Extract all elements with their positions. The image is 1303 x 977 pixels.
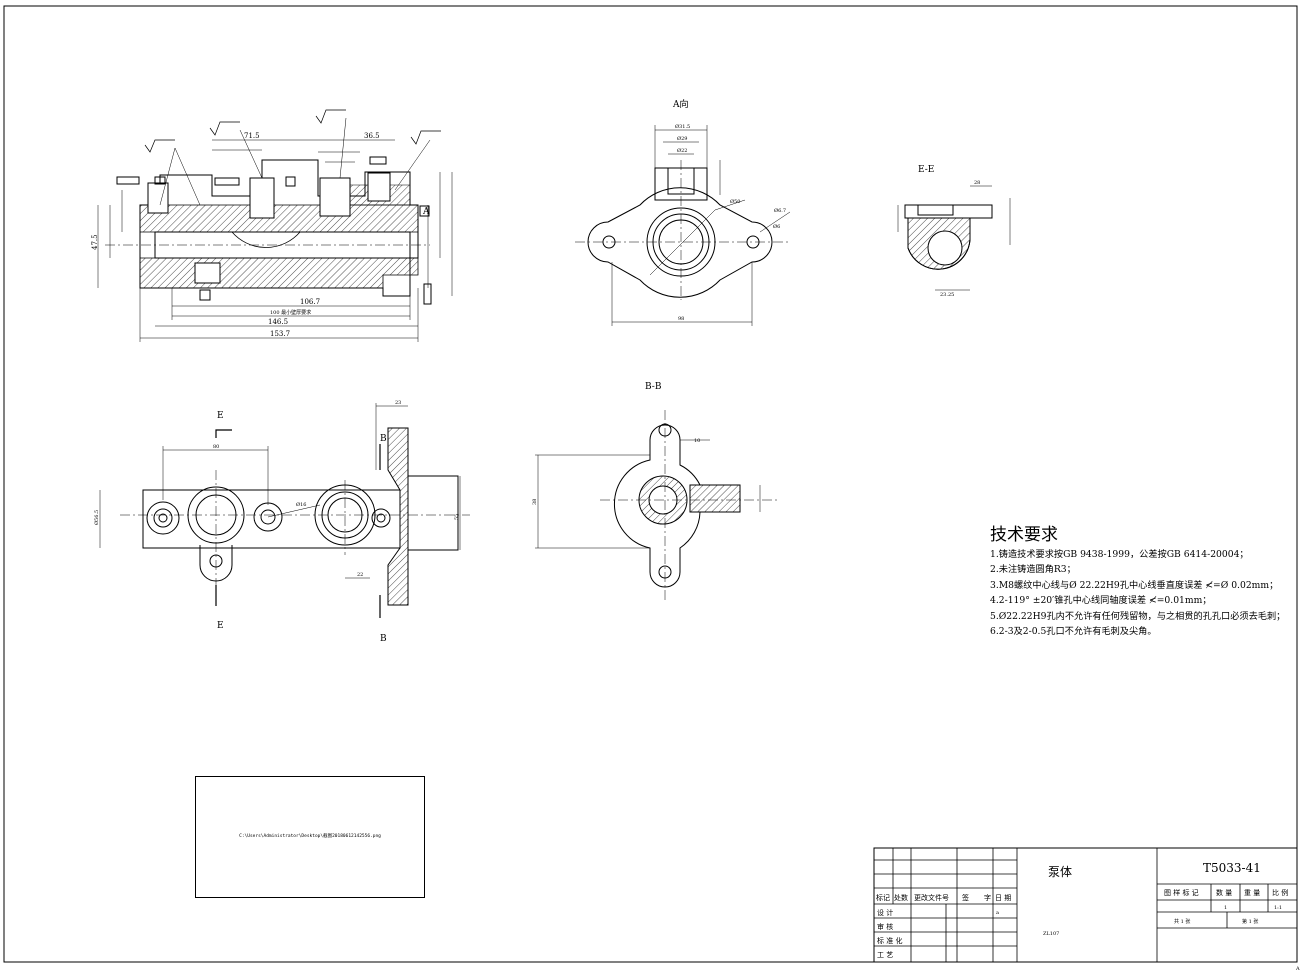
dim-p-d16: Ø16 [296,501,306,508]
tech-item: 5.Ø22.22H9孔内不允许有任何残留物，与之相贯的孔孔口必须去毛刺； [990,610,1286,622]
tb-col-date: 日 期 [995,894,1011,902]
tb-sign-mark: a [996,910,999,916]
view-ee [897,185,1011,291]
section-e-top: E [217,411,224,421]
dim-a-d6: Ø6 [773,223,780,230]
dim-146-5: 146.5 [268,318,288,326]
dim-a-98: 98 [678,316,684,322]
view-bb [535,410,780,600]
datum-a-label: A [422,207,430,217]
tb-row-design: 设 计 [877,908,893,917]
corner-mark: A [1295,966,1300,972]
sheet-border [3,5,1298,963]
dim-p-55: 55 [454,514,460,520]
view-a-title: A向 [672,98,689,110]
section-b-top: B [380,434,387,444]
view-bb-title: B-B [645,382,662,392]
tb-qty-value: 1 [1224,905,1227,911]
dim-p-80: 80 [213,444,219,450]
tb-part-name: 泵体 [1048,865,1072,879]
tech-requirements: 技术要求 1.铸造技术要求按GB 9438-1999，公差按GB 6414-20… [990,525,1290,640]
dim-a-d29: Ø29 [677,135,687,142]
dim-a-d22: Ø22 [677,147,687,154]
title-block [873,847,1298,963]
dim-a-d31-5: Ø31.5 [675,123,690,130]
plan-view [99,403,470,618]
dim-106-7: 106.7 [300,298,320,306]
front-section-view [97,109,453,342]
tb-col-mark: 标记 [876,893,890,902]
tb-col-char: 字 [984,893,991,902]
tech-item: 2.未注铸造圆角R3； [990,564,1076,575]
section-e-bottom: E [217,621,224,631]
section-b-bottom: B [380,634,387,644]
image-placeholder: C:\Users\Administrator\Desktop\截图2018061… [195,776,425,898]
dim-p-22: 22 [357,572,363,578]
tech-item: 1.铸造技术要求按GB 9438-1999，公差按GB 6414-20004； [990,548,1249,560]
image-placeholder-path: C:\Users\Administrator\Desktop\截图2018061… [239,834,381,839]
tb-total: 共 1 张 [1174,918,1190,925]
dim-36-5: 36.5 [364,132,380,140]
tech-item: 4.2-119° ±20′锥孔中心线同轴度误差 ≮=0.01mm； [990,595,1212,606]
tech-item: 6.2-3及2-0.5孔口不允许有毛刺及尖角。 [990,626,1157,637]
dim-b-38: 38 [532,499,538,505]
dim-a-d50: Ø50 [730,198,740,205]
tb-h-qty: 数 量 [1216,888,1232,897]
tb-col-count: 处数 [894,893,908,902]
view-ee-title: E-E [918,165,934,175]
tb-h-scale: 比 例 [1272,888,1288,897]
tech-item: 3.M8螺纹中心线与Ø 22.22H9孔中心线垂直度误差 ≮=Ø 0.02mm； [990,579,1279,591]
dim-e-28: 28 [974,180,980,186]
dim-100: 100 最小壁厚要求 [270,309,311,316]
tb-col-sign: 签 [962,893,969,902]
dim-e-23-25: 23.25 [940,292,954,298]
tb-drawing-no: T5033-41 [1203,861,1261,875]
tech-requirements-title: 技术要求 [990,525,1058,545]
dim-71-5: 71.5 [244,132,260,140]
dim-a-d6-7: Ø6.7 [774,207,786,214]
dim-47-5: 47.5 [91,234,99,250]
tb-h-mark: 图 样 标 记 [1164,888,1199,897]
tb-row-check: 审 核 [877,922,893,931]
view-a [575,125,791,326]
tb-row-standard: 标 准 化 [877,936,902,945]
dim-153-7: 153.7 [270,330,290,338]
dim-p-d56-5: Ø56.5 [93,510,100,525]
tb-scale-value: 1:1 [1274,905,1282,911]
dim-b-10: 10 [694,438,700,444]
tb-material: ZL107 [1043,931,1059,937]
dim-p-23: 23 [395,400,401,406]
tb-row-process: 工 艺 [877,951,893,959]
tb-col-doc: 更改文件号 [914,893,949,902]
tb-sheet: 第 1 张 [1242,918,1258,925]
tb-h-weight: 重 量 [1244,889,1260,897]
